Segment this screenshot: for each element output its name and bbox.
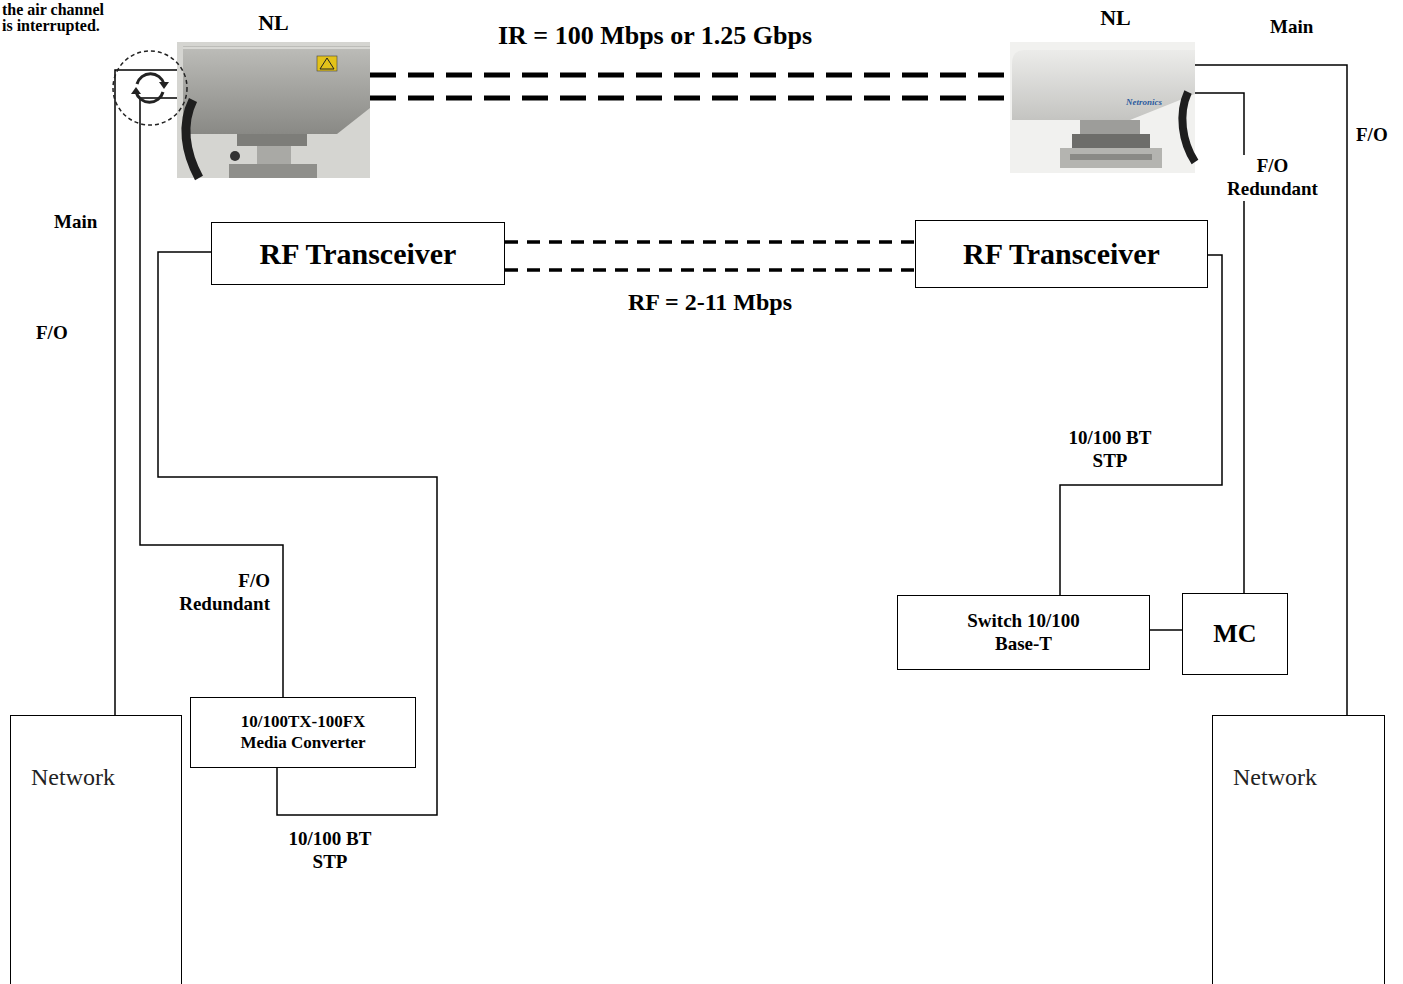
node-label: 10/100TX-100FX Media Converter: [216, 712, 391, 753]
transceiver-box: RF Transceiver: [211, 222, 505, 285]
brand-logo: Netronics: [1126, 97, 1162, 108]
medium-name: F/O: [1356, 124, 1388, 147]
switch-box: Switch 10/100 Base-T: [897, 595, 1150, 670]
link-line: [158, 252, 437, 815]
node-label: Network: [1233, 763, 1376, 792]
callout-note: the air channel is interrupted.: [2, 2, 112, 34]
medium-name: F/O: [36, 322, 68, 345]
laser-head-photo: NL: [1010, 42, 1195, 173]
link-line: [1060, 255, 1222, 595]
link-line: [505, 242, 915, 270]
network-box: Network: [10, 715, 182, 984]
link-name: Main: [1270, 16, 1313, 39]
switch-icon: [113, 51, 187, 125]
device-heading: NL: [177, 12, 370, 34]
link-line: [140, 98, 283, 697]
link-line: [370, 75, 1010, 98]
converter-box: 10/100TX-100FX Media Converter: [190, 697, 416, 768]
node-label: RF Transceiver: [260, 236, 457, 272]
link-label: RF = 2-11 Mbps: [580, 288, 840, 317]
node-label: MC: [1213, 618, 1256, 649]
laser-head-photo: NL: [177, 42, 370, 178]
link-name: Main: [54, 211, 97, 234]
link-line: [1150, 629, 1182, 631]
node-label: RF Transceiver: [963, 236, 1160, 272]
transceiver-box: RF Transceiver: [915, 220, 1208, 288]
link-label: F/O Redundant: [157, 570, 272, 616]
device-heading: NL: [1023, 7, 1208, 29]
link-label: IR = 100 Mbps or 1.25 Gbps: [455, 20, 855, 51]
link-label: 10/100 BT STP: [275, 828, 385, 874]
link-label: 10/100 BT STP: [1055, 427, 1165, 473]
network-box: Network: [1212, 715, 1385, 984]
device-illustration: [1010, 42, 1195, 173]
controller-box: MC: [1182, 593, 1288, 675]
node-label: Network: [31, 763, 173, 792]
device-illustration: [177, 42, 370, 178]
link-label: F/O Redundant: [1215, 155, 1330, 201]
node-label: Switch 10/100 Base-T: [944, 610, 1104, 656]
link-line: [115, 70, 177, 715]
